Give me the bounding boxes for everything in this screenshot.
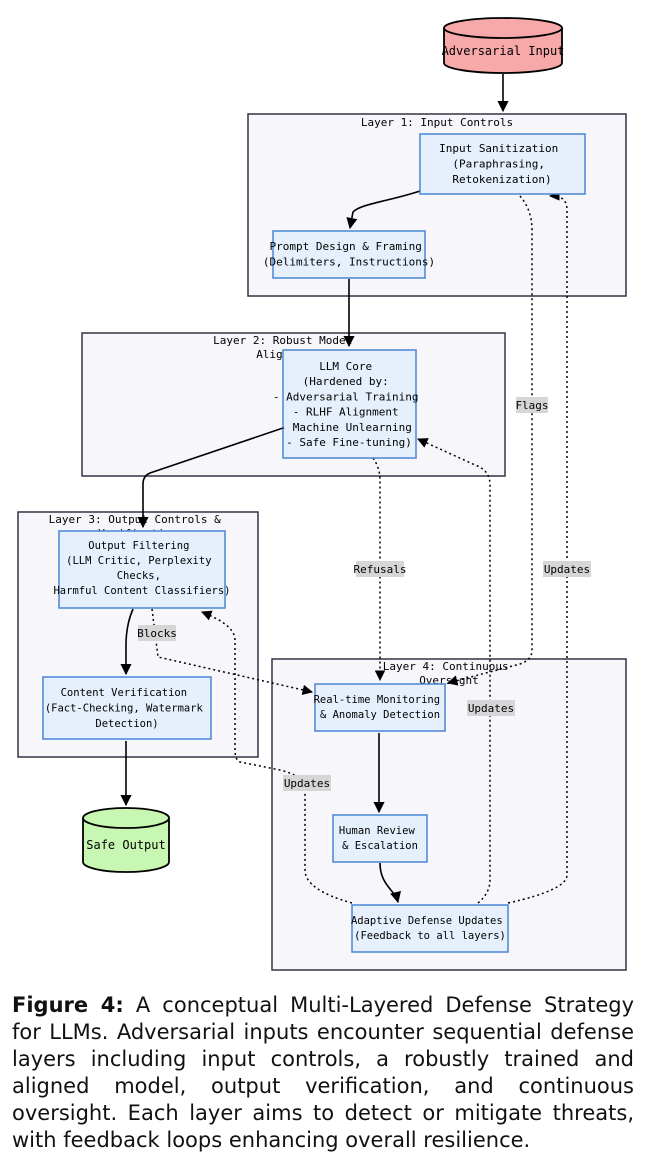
edge-label-updates-layer1: Updates: [544, 563, 590, 576]
layer-2-title-line-1: Layer 2: Robust Model: [213, 334, 352, 347]
human-review-line-2: & Escalation: [342, 840, 418, 852]
realtime-monitoring-node: Real-time Monitoring & Anomaly Detection: [314, 683, 447, 732]
defense-strategy-diagram: Layer 1: Input Controls Layer 2: Robust …: [17, 17, 627, 971]
llm-core-line-6: - Safe Fine-tuning): [286, 436, 412, 449]
content-verification-label: Content Verification (Fact-Checking, Wat…: [45, 687, 209, 730]
edge-review-to-adaptive: [379, 862, 401, 904]
edge-updates-layer3: [201, 610, 353, 904]
safe-output-label: Safe Output: [86, 838, 165, 852]
input-sanitization-line-1: Input Sanitization: [439, 142, 558, 155]
input-sanitization-label: Input Sanitization (Paraphrasing, Retoke…: [439, 142, 565, 186]
figure-caption-label: Figure 4:: [12, 993, 124, 1017]
content-verification-node: Content Verification (Fact-Checking, Wat…: [42, 676, 212, 740]
layer-1-title: Layer 1: Input Controls: [361, 116, 513, 129]
edge-flags: [446, 195, 533, 686]
realtime-monitoring-label: Real-time Monitoring & Anomaly Detection: [314, 694, 447, 721]
figure-caption: Figure 4: A conceptual Multi-Layered Def…: [12, 992, 634, 1154]
prompt-design-line-2: (Delimiters, Instructions): [263, 256, 435, 269]
human-review-node: Human Review & Escalation: [332, 814, 428, 863]
edge-filtering-to-verification: [120, 608, 134, 676]
layer-4-title-line-1: Layer 4: Continuous: [383, 660, 509, 673]
edge-core-to-filtering: [137, 427, 284, 529]
llm-core-line-1: LLM Core: [319, 360, 372, 373]
realtime-monitoring-line-2: & Anomaly Detection: [320, 709, 440, 721]
edge-updates-layer2: [417, 438, 491, 904]
edge-updates-layer1: [507, 190, 568, 904]
adaptive-updates-line-1: Adaptive Defense Updates: [351, 915, 503, 927]
output-filtering-line-3: Checks,: [117, 570, 161, 582]
input-sanitization-node: Input Sanitization (Paraphrasing, Retoke…: [419, 133, 586, 195]
human-review-label: Human Review & Escalation: [339, 825, 421, 852]
prompt-design-node: Prompt Design & Framing (Delimiters, Ins…: [263, 230, 435, 279]
input-sanitization-line-3: Retokenization): [452, 173, 551, 186]
output-filtering-line-2: (LLM Critic, Perplexity: [66, 555, 211, 567]
edge-label-blocks: Blocks: [137, 627, 177, 640]
realtime-monitoring-line-1: Real-time Monitoring: [314, 694, 440, 706]
output-filtering-line-4: Harmful Content Classifiers): [53, 585, 230, 597]
content-verification-line-2: (Fact-Checking, Watermark: [45, 703, 204, 715]
llm-core-line-4: - RLHF Alignment: [293, 406, 399, 419]
content-verification-line-1: Content Verification: [61, 687, 187, 699]
solid-edges: [120, 74, 509, 904]
output-filtering-line-1: Output Filtering: [88, 540, 189, 552]
llm-core-line-3: - Adversarial Training: [273, 390, 419, 403]
llm-core-line-2: (Hardened by:: [303, 375, 389, 388]
edge-sanitization-to-prompt: [346, 190, 421, 230]
output-filtering-label: Output Filtering (LLM Critic, Perplexity…: [53, 540, 230, 597]
input-sanitization-line-2: (Paraphrasing,: [452, 158, 545, 171]
adversarial-input-node: Adversarial Input: [442, 17, 565, 74]
adaptive-updates-line-2: (Feedback to all layers): [354, 930, 506, 942]
edge-label-refusals: Refusals: [354, 563, 407, 576]
content-verification-line-3: Detection): [95, 718, 158, 730]
adaptive-updates-node: Adaptive Defense Updates (Feedback to al…: [351, 904, 509, 953]
adversarial-input-label: Adversarial Input: [442, 44, 565, 58]
edge-labels: Flags Refusals Blocks Updates Updates Up…: [137, 397, 591, 791]
edge-label-updates-layer2: Updates: [468, 702, 514, 715]
llm-core-label: LLM Core (Hardened by: - Adversarial Tra…: [273, 360, 425, 449]
edge-label-flags: Flags: [515, 399, 548, 412]
llm-core-node: LLM Core (Hardened by: - Adversarial Tra…: [273, 349, 425, 459]
layer-3-title-line-1: Layer 3: Output Controls &: [49, 513, 222, 526]
prompt-design-label: Prompt Design & Framing (Delimiters, Ins…: [263, 240, 435, 269]
llm-core-line-5: - Machine Unlearning: [279, 421, 411, 434]
edge-label-updates-layer3: Updates: [284, 777, 330, 790]
human-review-line-1: Human Review: [339, 825, 416, 837]
prompt-design-line-1: Prompt Design & Framing: [270, 240, 422, 253]
figure-caption-text: A conceptual Multi-Layered Defense Strat…: [12, 993, 634, 1152]
output-filtering-node: Output Filtering (LLM Critic, Perplexity…: [53, 530, 231, 609]
layer-1-title-line: Layer 1: Input Controls: [361, 116, 513, 129]
safe-output-node: Safe Output: [82, 807, 170, 873]
adaptive-updates-label: Adaptive Defense Updates (Feedback to al…: [351, 915, 509, 942]
